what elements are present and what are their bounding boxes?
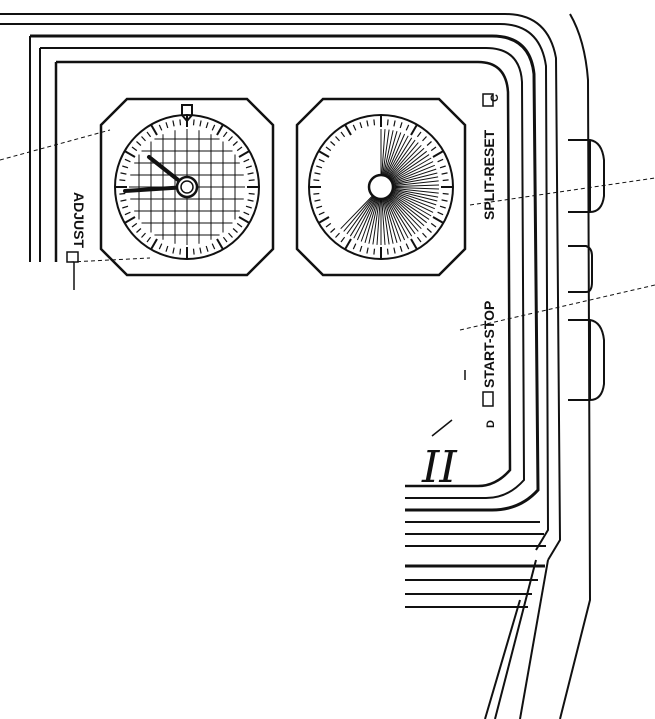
start-stop-pusher[interactable] [568,319,605,401]
figure-mark: II [421,442,458,493]
watch-case [0,13,592,719]
adjust-button-icon[interactable] [66,251,79,263]
leader-lines [0,129,655,331]
start-stop-label: START-STOP [481,301,497,388]
left-dial [99,97,275,277]
start-stop-mark: D [485,420,497,428]
crown-button[interactable] [568,245,593,293]
split-reset-indicator-icon [482,93,494,107]
center-pin [367,173,395,201]
split-reset-label: SPLIT-RESET [481,129,497,220]
adjust-label: ADJUST [71,192,87,248]
split-reset-mark: C [489,94,501,102]
split-reset-pusher[interactable] [568,139,605,213]
start-stop-indicator-icon [482,391,494,407]
twelve-marker-icon [181,104,193,123]
right-dial [295,97,467,277]
